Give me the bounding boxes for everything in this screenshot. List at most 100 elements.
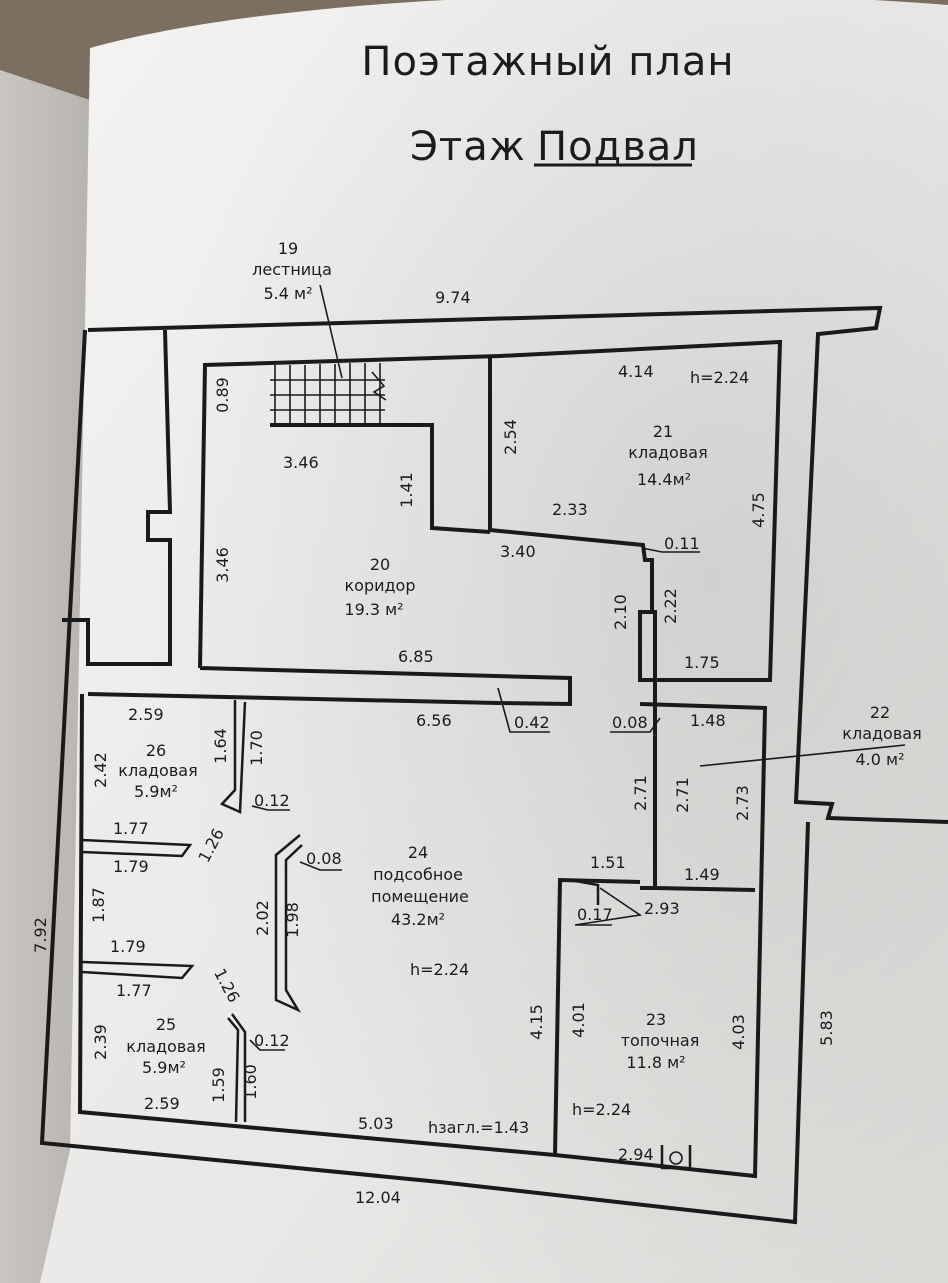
svg-text:2.54: 2.54 <box>501 419 520 455</box>
svg-text:3.46: 3.46 <box>283 453 319 472</box>
svg-text:1.41: 1.41 <box>397 472 416 508</box>
svg-text:2.02: 2.02 <box>253 900 272 936</box>
room-22-label: 22 кладовая 4.0 м² <box>842 703 921 769</box>
svg-text:5.03: 5.03 <box>358 1114 394 1133</box>
svg-text:3.40: 3.40 <box>500 542 536 561</box>
svg-text:11.8 м²: 11.8 м² <box>626 1053 685 1072</box>
svg-text:4.14: 4.14 <box>618 362 654 381</box>
svg-text:1.51: 1.51 <box>590 853 626 872</box>
svg-text:0.12: 0.12 <box>254 791 290 810</box>
svg-text:14.4м²: 14.4м² <box>637 470 691 489</box>
svg-text:0.17: 0.17 <box>577 905 613 924</box>
svg-text:2.93: 2.93 <box>644 899 680 918</box>
svg-text:21: 21 <box>653 422 673 441</box>
svg-text:2.73: 2.73 <box>733 785 752 821</box>
boiler-symbol <box>660 1145 692 1170</box>
room-21-label: 21 кладовая 14.4м² <box>628 422 707 489</box>
svg-text:4.0 м²: 4.0 м² <box>855 750 904 769</box>
svg-text:2.39: 2.39 <box>91 1024 110 1060</box>
lower-block-wall <box>77 692 768 1179</box>
svg-text:1.79: 1.79 <box>110 937 146 956</box>
svg-text:1.64: 1.64 <box>211 728 230 764</box>
svg-text:0.08: 0.08 <box>612 713 648 732</box>
svg-text:1.60: 1.60 <box>241 1064 260 1100</box>
svg-text:26: 26 <box>146 741 166 760</box>
svg-text:подсобное: подсобное <box>373 865 463 884</box>
svg-text:2.71: 2.71 <box>631 775 650 811</box>
svg-text:топочная: топочная <box>621 1031 700 1050</box>
svg-text:6.56: 6.56 <box>416 711 452 730</box>
svg-text:2.42: 2.42 <box>91 752 110 788</box>
svg-text:4.75: 4.75 <box>749 492 768 528</box>
svg-text:0.11: 0.11 <box>664 534 700 553</box>
svg-text:24: 24 <box>408 843 428 862</box>
left-outer-pillar <box>62 329 173 666</box>
room-19-label: 19 лестница 5.4 м² <box>252 239 332 303</box>
room25-26-partitions <box>81 700 303 1123</box>
svg-text:2.59: 2.59 <box>144 1094 180 1113</box>
svg-text:23: 23 <box>646 1010 666 1029</box>
svg-text:2.94: 2.94 <box>618 1145 654 1164</box>
svg-text:1.59: 1.59 <box>209 1067 228 1103</box>
svg-text:2.22: 2.22 <box>661 588 680 624</box>
svg-text:0.12: 0.12 <box>254 1031 290 1050</box>
svg-text:5.83: 5.83 <box>817 1010 836 1046</box>
svg-text:0.89: 0.89 <box>213 377 232 413</box>
svg-text:4.03: 4.03 <box>729 1014 748 1050</box>
svg-text:помещение: помещение <box>371 887 469 906</box>
floor-label: Этаж <box>410 124 526 170</box>
svg-text:22: 22 <box>870 703 890 722</box>
svg-text:1.79: 1.79 <box>113 857 149 876</box>
room-23-label: 23 топочная 11.8 м² <box>621 1010 700 1072</box>
leader-lines <box>249 284 906 1051</box>
svg-text:9.74: 9.74 <box>435 288 471 307</box>
stair-landing-wall <box>270 423 491 534</box>
room23-partition <box>553 610 756 1156</box>
diagonal-dimensions: 1.26 1.26 <box>194 825 243 1005</box>
horizontal-dimensions: 9.74 12.04 3.46 4.14 2.33 0.11 3.40 1.75… <box>110 288 726 1207</box>
svg-text:кладовая: кладовая <box>628 443 707 462</box>
svg-text:43.2м²: 43.2м² <box>391 910 445 929</box>
svg-text:1.77: 1.77 <box>116 981 152 1000</box>
room-25-label: 25 кладовая 5.9м² <box>126 1015 205 1077</box>
svg-text:5.9м²: 5.9м² <box>142 1058 186 1077</box>
svg-text:1.49: 1.49 <box>684 865 720 884</box>
room-24-label: 24 подсобное помещение 43.2м² <box>371 843 469 929</box>
room23-door <box>569 878 600 905</box>
stair-treads <box>270 363 387 425</box>
svg-text:5.4 м²: 5.4 м² <box>263 284 312 303</box>
svg-text:5.9м²: 5.9м² <box>134 782 178 801</box>
svg-text:0.42: 0.42 <box>514 713 550 732</box>
svg-text:12.04: 12.04 <box>355 1188 401 1207</box>
svg-text:1.98: 1.98 <box>283 902 302 938</box>
corridor-south-wall <box>199 666 572 707</box>
svg-text:1.70: 1.70 <box>247 730 266 766</box>
svg-text:1.48: 1.48 <box>690 711 726 730</box>
buried-height: hзагл.=1.43 <box>428 1118 529 1137</box>
svg-text:1.26: 1.26 <box>210 965 244 1005</box>
svg-text:1.26: 1.26 <box>194 825 228 865</box>
svg-text:0.08: 0.08 <box>306 849 342 868</box>
svg-text:кладовая: кладовая <box>126 1037 205 1056</box>
svg-text:2.10: 2.10 <box>611 594 630 630</box>
svg-text:лестница: лестница <box>252 260 332 279</box>
room21-height: h=2.24 <box>690 368 749 387</box>
svg-text:2.59: 2.59 <box>128 705 164 724</box>
svg-text:2.33: 2.33 <box>552 500 588 519</box>
svg-text:3.46: 3.46 <box>213 547 232 583</box>
svg-text:1.77: 1.77 <box>113 819 149 838</box>
room23-height: h=2.24 <box>572 1100 631 1119</box>
outer-wall <box>39 305 948 1225</box>
svg-text:кладовая: кладовая <box>842 724 921 743</box>
vertical-dimensions: 7.92 5.83 0.89 1.41 2.54 4.75 3.46 2.10 … <box>31 377 836 1103</box>
floor-value: Подвал <box>537 124 699 170</box>
svg-text:19: 19 <box>278 239 298 258</box>
room-20-label: 20 коридор 19.3 м² <box>344 555 415 619</box>
plan-title: Поэтажный план <box>361 39 734 85</box>
svg-text:25: 25 <box>156 1015 176 1034</box>
corridor-wall <box>198 339 783 682</box>
svg-text:19.3 м²: 19.3 м² <box>344 600 403 619</box>
svg-text:20: 20 <box>370 555 390 574</box>
